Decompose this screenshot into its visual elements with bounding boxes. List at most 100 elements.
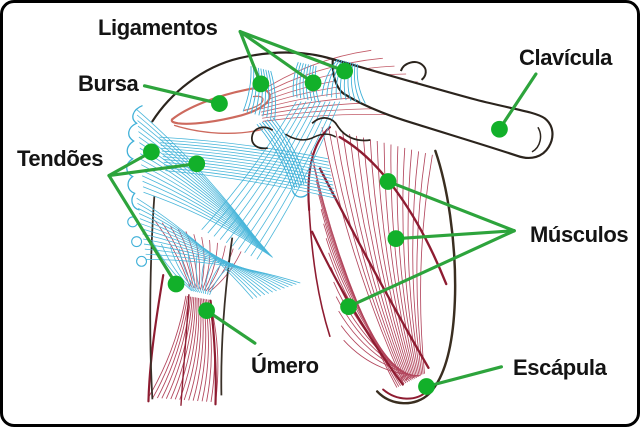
fiber-line <box>142 180 271 256</box>
marker-dot-clavicula <box>491 120 508 138</box>
fiber-line <box>272 117 307 184</box>
fiber-line <box>203 242 218 291</box>
connector-line-musculos <box>394 229 516 241</box>
fiber-line <box>383 142 416 378</box>
fiber-line <box>202 239 211 291</box>
fiber-line <box>296 62 302 98</box>
fiber-line <box>138 131 262 245</box>
fiber-line <box>232 101 321 247</box>
muscle-accent-lines <box>307 126 448 400</box>
connector-line-tendoes <box>107 162 199 178</box>
fiber-line <box>402 147 420 376</box>
ligament-bundles <box>201 58 366 260</box>
fiber-line <box>174 297 196 400</box>
label-ligamentos: Ligamentos <box>98 15 218 40</box>
scapula-muscle-fibers <box>310 127 433 388</box>
connector-line-umero <box>205 309 257 345</box>
fiber-line <box>143 243 289 288</box>
shoulder-outline-arc <box>151 51 334 123</box>
fiber-line <box>242 66 252 112</box>
fiber-line <box>250 101 336 257</box>
connector-line-clavicula <box>497 72 538 131</box>
marker-dot-escapula <box>418 378 435 395</box>
fiber-line <box>356 64 366 104</box>
fiber-line <box>144 248 293 287</box>
fiber-line <box>362 137 412 379</box>
fiber-line <box>335 130 406 381</box>
marker-dot-musculos <box>387 230 405 248</box>
fiber-line <box>257 57 383 98</box>
fiber-line <box>163 159 334 186</box>
shoulder-illustration <box>107 30 554 406</box>
biceps-tendon-tip <box>291 190 308 198</box>
fiber-line <box>142 233 281 290</box>
fiber-line <box>353 63 361 103</box>
connector-line-musculos <box>347 229 516 309</box>
tendon-edge-detail <box>126 104 148 267</box>
fiber-line <box>259 122 296 189</box>
fiber-line <box>267 70 273 119</box>
marker-dot-ligamentos <box>336 62 354 80</box>
fiber-line <box>256 101 341 260</box>
fiber-line <box>169 225 194 288</box>
fiber-line <box>299 63 304 99</box>
fiber-line <box>141 228 277 292</box>
fiber-line <box>179 297 198 400</box>
fiber-line <box>178 248 199 293</box>
fiber-line <box>160 145 330 170</box>
connector-line-tendoes <box>107 173 178 286</box>
fiber-line <box>195 253 203 294</box>
fiber-line <box>162 156 333 183</box>
fiber-line <box>213 101 307 237</box>
fiber-line <box>292 61 299 97</box>
connector-line-ligamentos <box>238 30 315 85</box>
fiber-line <box>169 246 197 293</box>
fiber-line <box>140 153 266 250</box>
fiber-line <box>141 164 268 252</box>
fiber-line <box>369 139 413 379</box>
joint-capsule-detail <box>251 117 371 150</box>
fiber-line <box>164 164 335 193</box>
fiber-line <box>165 170 336 199</box>
fiber-line <box>161 296 192 399</box>
fiber-line <box>161 147 331 173</box>
fiber-line <box>244 101 331 253</box>
humerus-left-outline <box>149 196 156 400</box>
fiber-line <box>165 296 193 399</box>
fiber-line <box>321 127 404 382</box>
connector-line-musculos <box>386 179 516 233</box>
connector-line-ligamentos <box>238 30 347 73</box>
tendon-fiber-mass <box>136 109 336 300</box>
fiber-line <box>161 222 193 288</box>
coracoid-bump <box>399 61 427 81</box>
marker-dot-bursa <box>211 95 228 112</box>
fiber-line <box>225 101 316 244</box>
fiber-line <box>140 223 273 293</box>
marker-dot-musculos <box>340 298 357 316</box>
fiber-line <box>187 251 201 293</box>
fiber-line <box>207 101 302 234</box>
fiber-line <box>143 238 285 289</box>
humerus-right-outline <box>220 237 234 396</box>
label-clavicula: Clavícula <box>519 45 613 70</box>
fiber-line <box>412 151 423 375</box>
fiber-line <box>139 218 269 294</box>
annotation-overlay <box>107 30 538 395</box>
fiber-line <box>137 125 261 244</box>
fiber-line <box>302 63 307 100</box>
fiber-line <box>258 65 395 101</box>
fiber-line <box>148 295 187 398</box>
fiber-line <box>205 245 226 292</box>
fiber-line <box>270 70 276 120</box>
clavicle-end-detail <box>531 126 542 153</box>
fiber-line <box>209 262 234 295</box>
connector-line-ligamentos <box>238 30 263 86</box>
fiber-line <box>161 243 195 292</box>
fiber-line <box>201 101 297 231</box>
marker-dot-ligamentos <box>252 75 270 93</box>
fiber-line <box>154 219 191 288</box>
label-bursa: Bursa <box>78 71 139 96</box>
fiber-line <box>146 258 301 284</box>
fiber-line <box>207 260 225 295</box>
fiber-line <box>256 123 293 190</box>
